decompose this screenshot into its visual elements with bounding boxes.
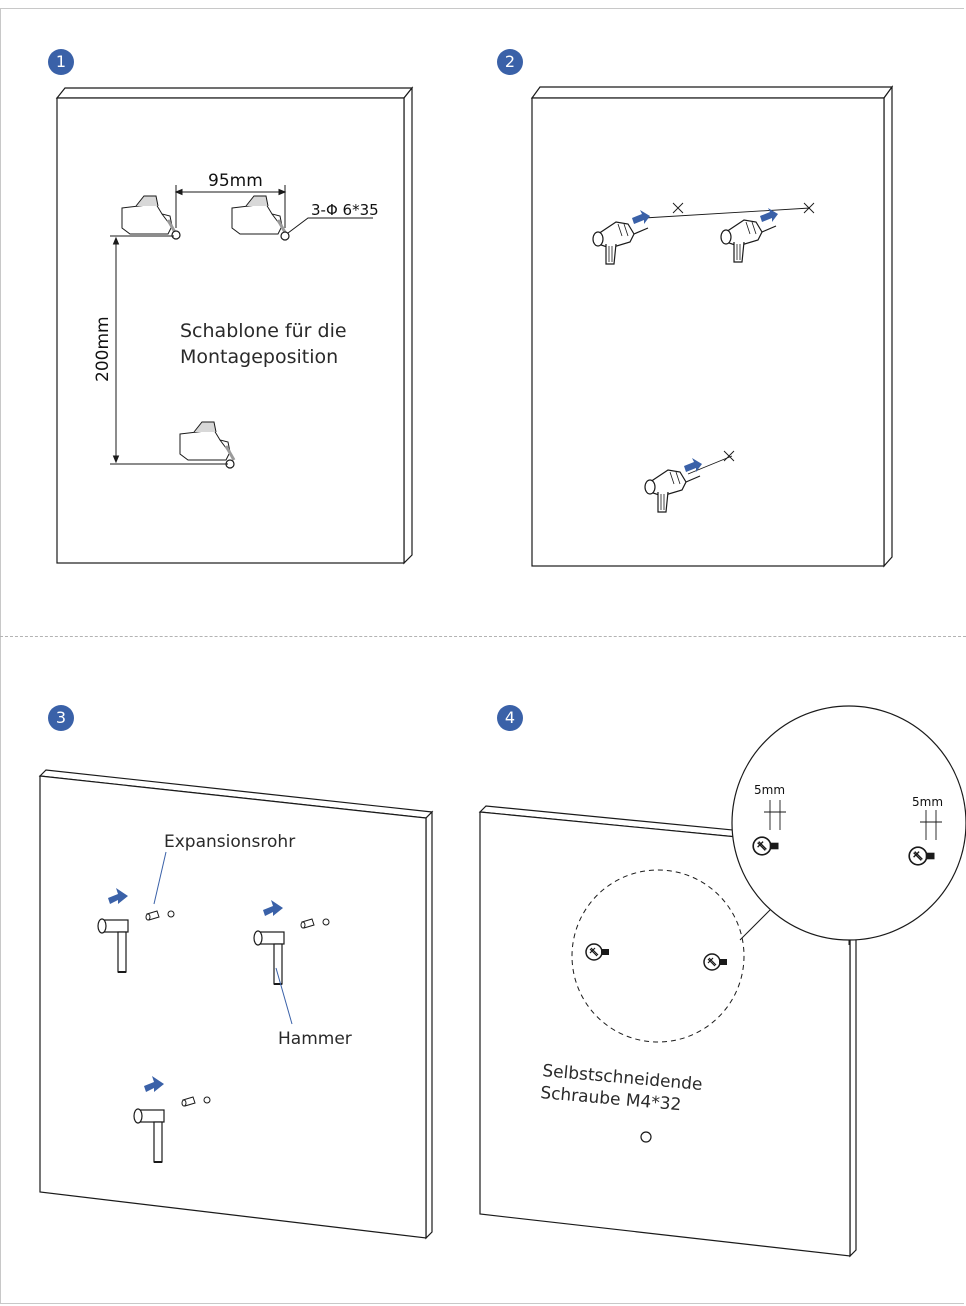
hole-spec-leader <box>287 217 373 234</box>
bottom-hole <box>640 1131 652 1143</box>
gap-dimension-right <box>920 810 942 840</box>
magnifier-callout <box>731 705 966 945</box>
step-badge-3: 3 <box>48 705 74 731</box>
height-dimension <box>110 235 228 465</box>
height-dim-label: 200mm <box>93 316 113 382</box>
hole-spec-label: 3-Φ 6*35 <box>311 201 379 219</box>
step-badge-2: 2 <box>497 49 523 75</box>
callout-leaders <box>153 851 293 1025</box>
expansion-tube-label: Expansionsrohr <box>164 832 295 852</box>
step-badge-1: 1 <box>48 49 74 75</box>
gap-label-right: 5mm <box>912 795 943 809</box>
width-dim-label: 95mm <box>208 171 263 191</box>
template-label-line1: Schablone für die <box>180 320 347 342</box>
step-badge-4: 4 <box>497 705 523 731</box>
hammer-label: Hammer <box>278 1029 352 1049</box>
drill-path <box>643 202 815 475</box>
panel-2-board <box>530 85 894 568</box>
gap-label-left: 5mm <box>754 783 785 797</box>
gap-dimension-left <box>764 800 786 830</box>
mark-point <box>280 231 290 241</box>
page-frame <box>0 8 964 1304</box>
template-label-line2: Montageposition <box>180 346 338 368</box>
width-dimension <box>174 185 287 228</box>
detail-area-outline <box>571 869 745 1043</box>
section-divider <box>0 636 966 637</box>
mark-point <box>171 230 181 240</box>
panel-1-board <box>55 86 414 565</box>
